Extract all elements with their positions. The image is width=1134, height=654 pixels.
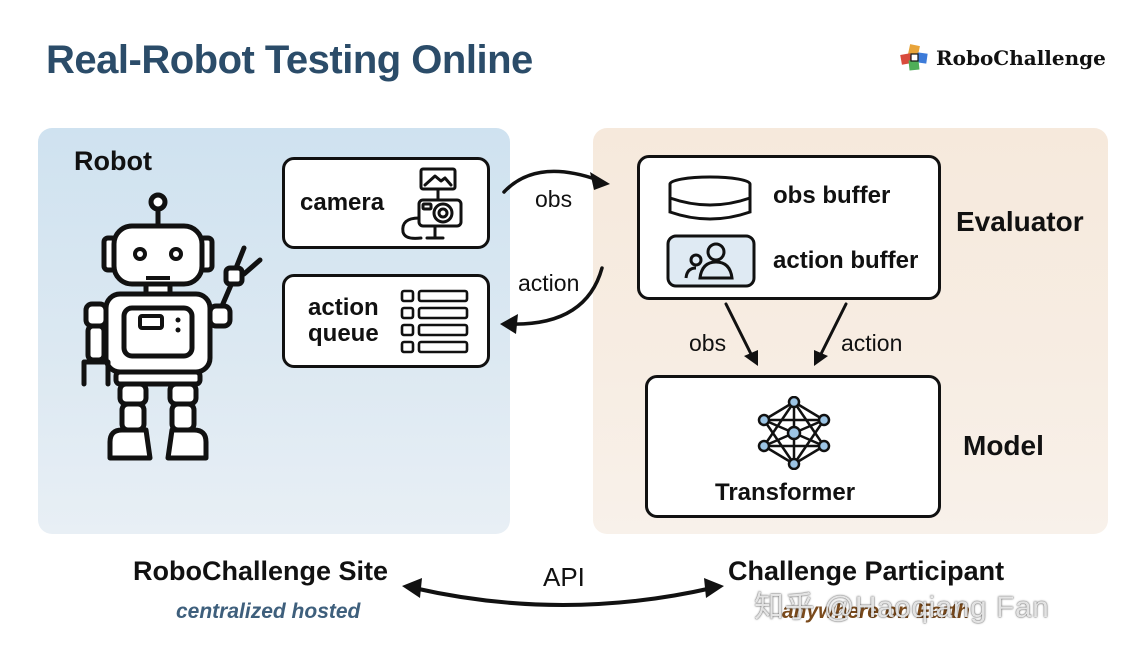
action-queue-label-line1: action (308, 294, 379, 321)
model-box: Transformer (645, 375, 941, 518)
robochallenge-logo: RoboChallenge (900, 44, 1106, 72)
action-queue-box: action queue (282, 274, 490, 368)
api-double-arrow (402, 578, 724, 607)
action-arrowhead (500, 314, 518, 334)
action-to-model-label: action (841, 330, 903, 356)
action-buffer-label: action buffer (773, 247, 919, 274)
camera-box: camera (282, 157, 490, 249)
obs-arrowhead (590, 172, 610, 190)
user-card-icon (666, 234, 756, 288)
robot-evaluator-arrows (500, 169, 610, 334)
action-queue-label-line2: queue (308, 320, 379, 347)
obs-to-model-label: obs (689, 330, 727, 356)
site-title: RoboChallenge Site (133, 556, 389, 586)
transformer-label: Transformer (715, 479, 856, 506)
watermark: 知乎 @Haoqiang Fan (754, 591, 1050, 624)
robot-heading: Robot (74, 146, 152, 176)
camera-icon (401, 167, 463, 240)
participant-subtitle: anywhere on Earth (782, 600, 970, 623)
cube-cluster-logo-icon (900, 44, 928, 71)
action-queue-label: action queue (308, 295, 379, 347)
evaluator-heading: Evaluator (956, 206, 1084, 237)
logo-text: RoboChallenge (936, 46, 1106, 70)
obs-buffer-label: obs buffer (773, 182, 891, 209)
model-heading: Model (963, 430, 1044, 461)
participant-title: Challenge Participant (728, 556, 1005, 586)
obs-arrow-curve (502, 169, 600, 194)
obs-model-arrowhead (744, 350, 758, 366)
robot-icon (81, 192, 263, 461)
neural-network-icon (757, 396, 831, 470)
action-arrow-curve (508, 266, 604, 326)
evaluator-box: obs buffer action buffer (637, 155, 941, 300)
database-icon (668, 175, 752, 221)
api-label: API (543, 562, 585, 592)
page-title: Real-Robot Testing Online (46, 38, 533, 82)
action-model-arrowhead (814, 350, 828, 366)
obs-flow-label: obs (535, 186, 573, 212)
site-subtitle: centralized hosted (176, 600, 361, 623)
action-flow-label: action (518, 270, 580, 296)
camera-label: camera (300, 189, 385, 216)
queue-list-icon (400, 289, 469, 354)
evaluator-model-arrows (724, 302, 848, 366)
